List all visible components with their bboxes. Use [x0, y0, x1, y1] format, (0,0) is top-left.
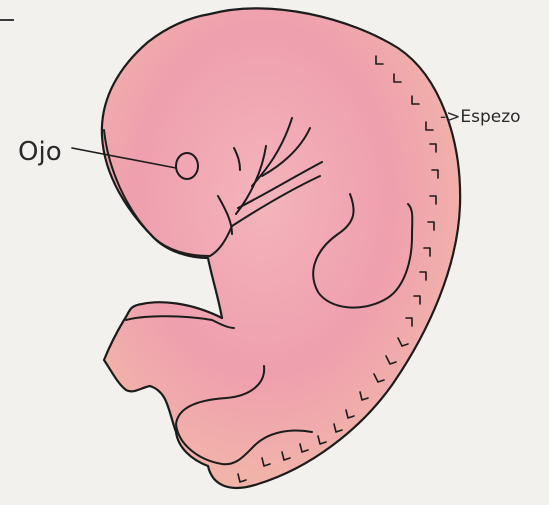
embryo-body	[102, 8, 460, 488]
spine-label: ->Espezo	[440, 107, 521, 127]
eye-label: Ojo	[18, 137, 62, 167]
